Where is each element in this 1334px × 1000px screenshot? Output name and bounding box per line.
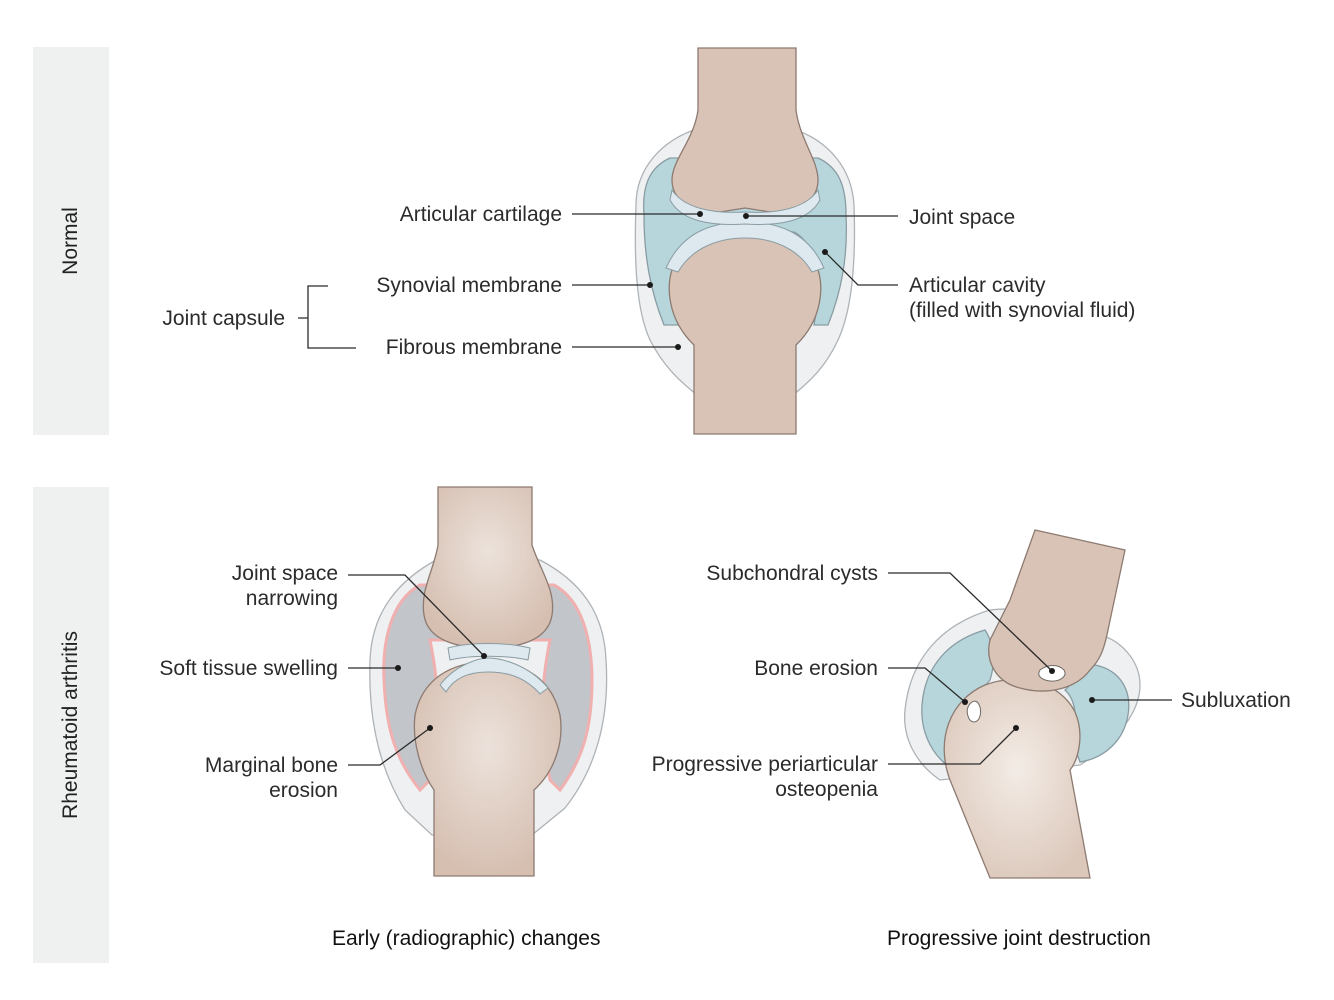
label-mbe-line2: erosion — [269, 778, 338, 803]
label-bone-erosion: Bone erosion — [754, 656, 878, 681]
dot-soft-tissue — [395, 665, 401, 671]
label-ppo-line1: Progressive periarticular — [652, 752, 878, 777]
label-synovial-membrane: Synovial membrane — [376, 273, 562, 298]
dot-jsn — [481, 653, 487, 659]
label-soft-tissue-swelling: Soft tissue swelling — [159, 656, 338, 681]
normal-joint — [635, 48, 854, 434]
label-articular-cartilage: Articular cartilage — [400, 202, 562, 227]
dot-joint-space — [743, 213, 749, 219]
label-articular-cavity-note: (filled with synovial fluid) — [909, 298, 1135, 323]
dot-articular-cavity — [822, 249, 828, 255]
progressive-ra-joint — [905, 530, 1140, 878]
caption-early-changes: Early (radiographic) changes — [332, 927, 600, 951]
dot-bone-erosion — [962, 699, 968, 705]
label-articular-cavity: Articular cavity — [909, 273, 1046, 298]
dot-cysts — [1049, 668, 1055, 674]
dot-ppo — [1013, 725, 1019, 731]
dot-fibrous-membrane — [675, 344, 681, 350]
dot-subluxation — [1089, 697, 1095, 703]
joint-capsule-bracket — [298, 286, 356, 348]
label-ppo-line2: osteopenia — [775, 777, 878, 802]
label-fibrous-membrane: Fibrous membrane — [386, 335, 562, 360]
early-ra-joint — [370, 487, 607, 876]
normal-upper-bone — [672, 48, 818, 212]
early-lower-bone — [414, 662, 561, 876]
subchondral-cyst-lower — [967, 701, 980, 722]
dot-mbe — [427, 725, 433, 731]
dot-synovial-membrane — [647, 282, 653, 288]
label-jsn-line2: narrowing — [246, 586, 338, 611]
label-joint-capsule: Joint capsule — [162, 306, 285, 331]
label-subchondral-cysts: Subchondral cysts — [706, 561, 878, 586]
dot-articular-cartilage — [697, 211, 703, 217]
progressive-lower-bone — [944, 679, 1090, 878]
label-joint-space: Joint space — [909, 205, 1015, 230]
label-jsn-line1: Joint space — [232, 561, 338, 586]
caption-progressive-destruction: Progressive joint destruction — [887, 927, 1151, 951]
label-subluxation: Subluxation — [1181, 688, 1291, 713]
early-upper-bone — [423, 487, 552, 648]
label-mbe-line1: Marginal bone — [205, 753, 338, 778]
